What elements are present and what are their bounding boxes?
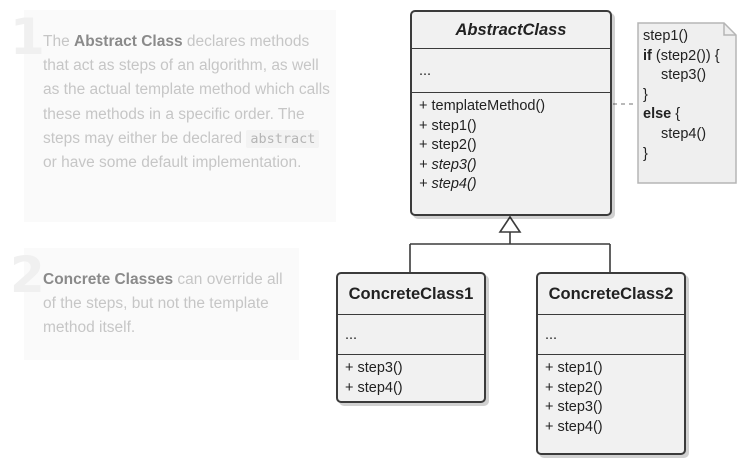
class-name: ConcreteClass1 xyxy=(348,284,474,303)
method-step2: + step2() xyxy=(545,379,603,396)
highlight-term: Concrete Classes xyxy=(43,271,174,288)
explanation-panel-1: 1 The Abstract Class declares methods th… xyxy=(10,10,336,222)
method-step1: + step1() xyxy=(545,360,603,376)
code-line: step4() xyxy=(661,125,707,142)
note-code: step1() if (step2()) { step3() } else { … xyxy=(643,27,720,164)
code-line: if (step2()) { xyxy=(643,47,720,67)
keyword: else xyxy=(643,106,672,123)
method-step4-abstract: + step4() xyxy=(419,176,477,193)
concrete-class-1-box: ConcreteClass1 ... + step3() + step4() xyxy=(336,272,486,403)
explanation-text: The Abstract Class declares methods that… xyxy=(43,30,330,175)
method-step3: + step3() xyxy=(545,399,603,416)
note-shape xyxy=(637,22,737,184)
code-note: step1() if (step2()) { step3() } else { … xyxy=(637,22,737,184)
class-fields: ... xyxy=(412,48,610,92)
step-number: 1 xyxy=(10,8,45,66)
class-name: AbstractClass xyxy=(455,20,567,39)
inheritance-arrow xyxy=(498,215,522,233)
code-line: } xyxy=(643,145,648,162)
class-methods: + templateMethod() + step1() + step2() +… xyxy=(412,92,610,195)
code-line: step3() xyxy=(661,67,707,84)
method-step4: + step4() xyxy=(545,418,603,435)
method-step4: + step4() xyxy=(345,379,403,396)
text-run: or have some default implementation. xyxy=(43,154,302,172)
class-fields: ... xyxy=(538,314,684,354)
code-term: abstract xyxy=(246,129,320,148)
text-run: The xyxy=(43,33,75,50)
explanation-text: Concrete Classes can override all of the… xyxy=(43,268,293,341)
method-template: + templateMethod() xyxy=(419,98,546,114)
code-line: step1() xyxy=(643,28,689,44)
method-step3: + step3() xyxy=(345,360,403,376)
keyword: if xyxy=(643,47,652,64)
text-run: declares methods that act as steps of an… xyxy=(43,33,330,147)
concrete-class-2-box: ConcreteClass2 ... + step1() + step2() +… xyxy=(536,272,686,455)
code-text: (step2()) { xyxy=(651,47,720,64)
code-line: } xyxy=(643,86,648,103)
code-line: else { xyxy=(643,105,720,125)
method-step3-abstract: + step3() xyxy=(419,156,477,173)
class-methods: + step1() + step2() + step3() + step4() xyxy=(538,354,684,437)
class-name: ConcreteClass2 xyxy=(548,284,674,303)
method-step1: + step1() xyxy=(419,117,477,134)
abstract-class-box: AbstractClass ... + templateMethod() + s… xyxy=(410,10,612,216)
class-fields: ... xyxy=(338,314,484,354)
code-text: { xyxy=(671,106,681,123)
explanation-panel-2: 2 Concrete Classes can override all of t… xyxy=(10,248,299,360)
method-step2: + step2() xyxy=(419,137,477,154)
text-run: can override all of the steps, but not t… xyxy=(43,271,283,337)
highlight-term: Abstract Class xyxy=(74,33,183,50)
step-number: 2 xyxy=(10,246,45,304)
class-methods: + step3() + step4() xyxy=(338,354,484,398)
